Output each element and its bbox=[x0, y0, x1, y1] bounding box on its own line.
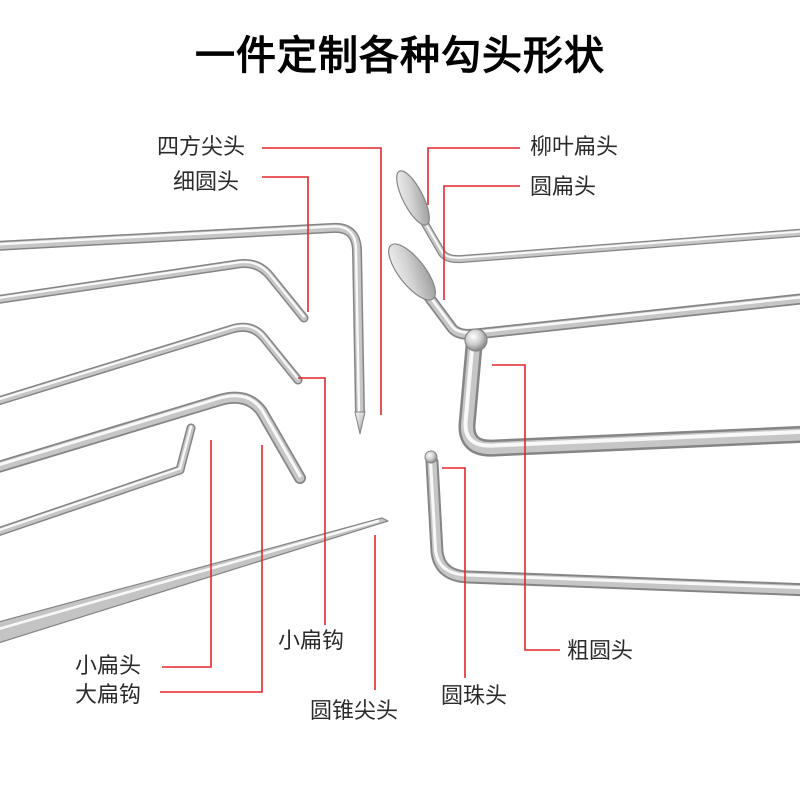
thin-round-head-hook bbox=[0, 262, 304, 318]
label-bead-head: 圆珠头 bbox=[441, 684, 508, 709]
label-thin-round-head: 细圆头 bbox=[173, 170, 240, 195]
large-flat-hook bbox=[0, 396, 300, 478]
rod-highlight bbox=[0, 519, 380, 630]
leader-small-flat-hook bbox=[298, 377, 326, 625]
label-thick-round-head: 粗圆头 bbox=[567, 639, 634, 664]
label-conical-pointed-head: 圆锥尖头 bbox=[310, 699, 399, 724]
small-flat-hook bbox=[0, 326, 298, 402]
leader-small-flat-head bbox=[162, 440, 212, 668]
rod-highlight bbox=[429, 458, 800, 590]
leader-thick-round-head bbox=[492, 364, 560, 651]
round-flat-head bbox=[388, 243, 436, 301]
leader-large-flat-hook bbox=[160, 445, 263, 693]
label-square-pointed-head: 四方尖头 bbox=[157, 135, 246, 160]
willow-leaf-flat-head-hook bbox=[396, 170, 800, 259]
rod-outline bbox=[0, 327, 298, 402]
rod-body bbox=[0, 517, 389, 644]
bead-head-hook bbox=[424, 450, 800, 590]
label-large-flat-hook: 大扁钩 bbox=[75, 683, 142, 708]
label-small-flat-head: 小扁头 bbox=[75, 654, 142, 679]
bead-ball bbox=[424, 450, 438, 464]
thick-round-ball bbox=[464, 328, 488, 352]
leader-bead-head bbox=[442, 467, 466, 678]
label-round-flat-head: 圆扁头 bbox=[530, 175, 597, 200]
leader-square-pointed-head bbox=[262, 147, 382, 415]
page-title: 一件定制各种勾头形状 bbox=[195, 33, 605, 79]
rod-body bbox=[0, 398, 300, 478]
square-pointed-head-hook bbox=[0, 226, 366, 435]
conical-pointed-head-rod bbox=[0, 517, 389, 644]
leader-willow-leaf-flat-head bbox=[427, 147, 520, 205]
thick-round-head-hook bbox=[464, 328, 800, 448]
rod-outline bbox=[420, 285, 800, 334]
rod-outline bbox=[424, 222, 800, 259]
leader-thin-round-head bbox=[262, 176, 309, 312]
square-pointed-tip bbox=[354, 411, 366, 435]
rod-body bbox=[432, 462, 800, 590]
round-flat-head-hook bbox=[388, 243, 800, 334]
rod-outline bbox=[432, 462, 800, 590]
label-small-flat-hook: 小扁钩 bbox=[278, 629, 345, 654]
leader-round-flat-head bbox=[443, 185, 520, 300]
label-willow-leaf-flat-head: 柳叶扁头 bbox=[530, 135, 619, 160]
willow-leaf-head bbox=[396, 170, 430, 226]
